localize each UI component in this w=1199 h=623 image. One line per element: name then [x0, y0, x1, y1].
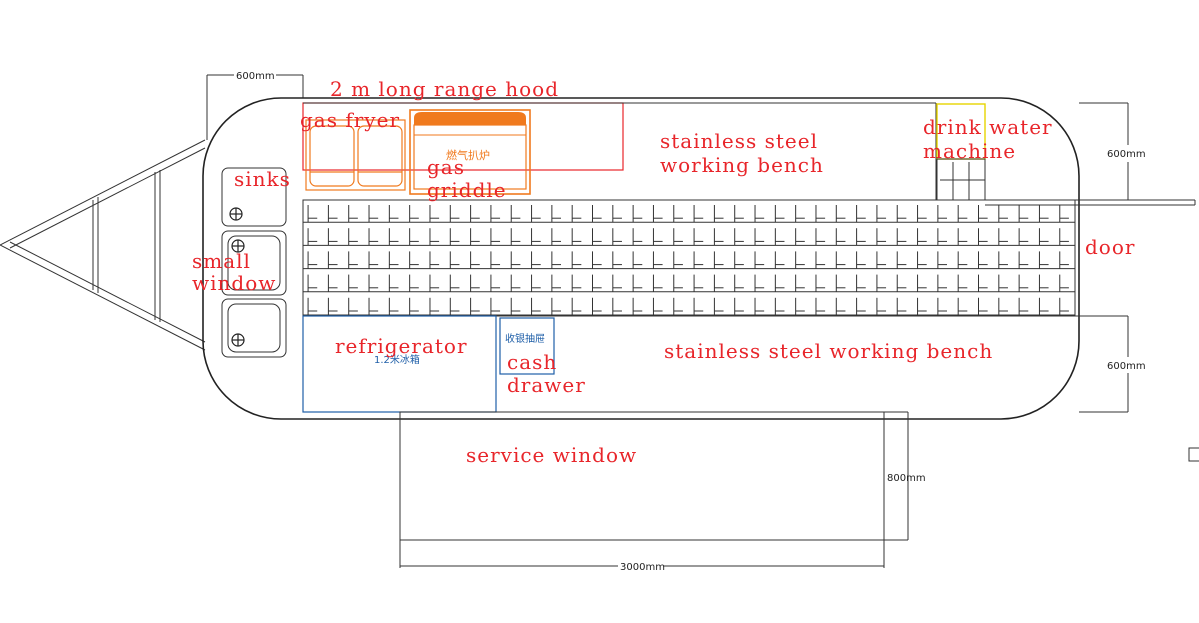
- service-window: [399, 411, 909, 541]
- door: [985, 199, 1196, 206]
- dimension-label-hitch: 600mm: [236, 71, 275, 82]
- dimension-right-bottom: 600mm: [1079, 315, 1146, 413]
- dimension-hitch: 600mm: [206, 71, 304, 140]
- trailer-body: [202, 97, 1080, 420]
- tow-hitch: [0, 139, 206, 351]
- gas-fryer-label: gas fryer: [300, 108, 400, 132]
- drink-water-machine: [936, 103, 986, 201]
- griddle-chinese-label: 燃气扒炉: [446, 148, 490, 162]
- fridge-chinese-label: 1.2米冰箱: [374, 353, 420, 366]
- gas-griddle: 燃气扒炉: [409, 109, 531, 195]
- floor-tiles: [303, 205, 1075, 316]
- sinks: [221, 167, 287, 358]
- bench-bottom-label: stainless steel working bench: [664, 339, 993, 363]
- sinks-label: sinks: [234, 167, 291, 191]
- dimension-label-right-top: 600mm: [1107, 149, 1146, 160]
- hood-label: 2 m long range hood: [330, 77, 559, 101]
- cash-drawer: [499, 317, 555, 375]
- refrigerator-label: refrigerator: [335, 334, 468, 358]
- dimension-overall-length: 3000mm: [399, 540, 885, 573]
- dimension-right-top: 600mm: [1079, 102, 1146, 201]
- dimension-service-depth: 800mm: [887, 473, 926, 484]
- cash-chinese-label: 收银抽屉: [505, 332, 545, 345]
- door-label: door: [1085, 235, 1135, 259]
- sink-drains: [229, 207, 245, 347]
- dimension-label-right-bottom: 600mm: [1107, 361, 1146, 372]
- dimension-label-service-depth: 800mm: [887, 473, 926, 484]
- gas-fryer: [305, 119, 406, 191]
- floor-area: [302, 199, 1076, 317]
- dimension-label-overall-length: 3000mm: [620, 562, 665, 573]
- edge-marker: [1188, 447, 1199, 462]
- service-window-label: service window: [466, 443, 637, 467]
